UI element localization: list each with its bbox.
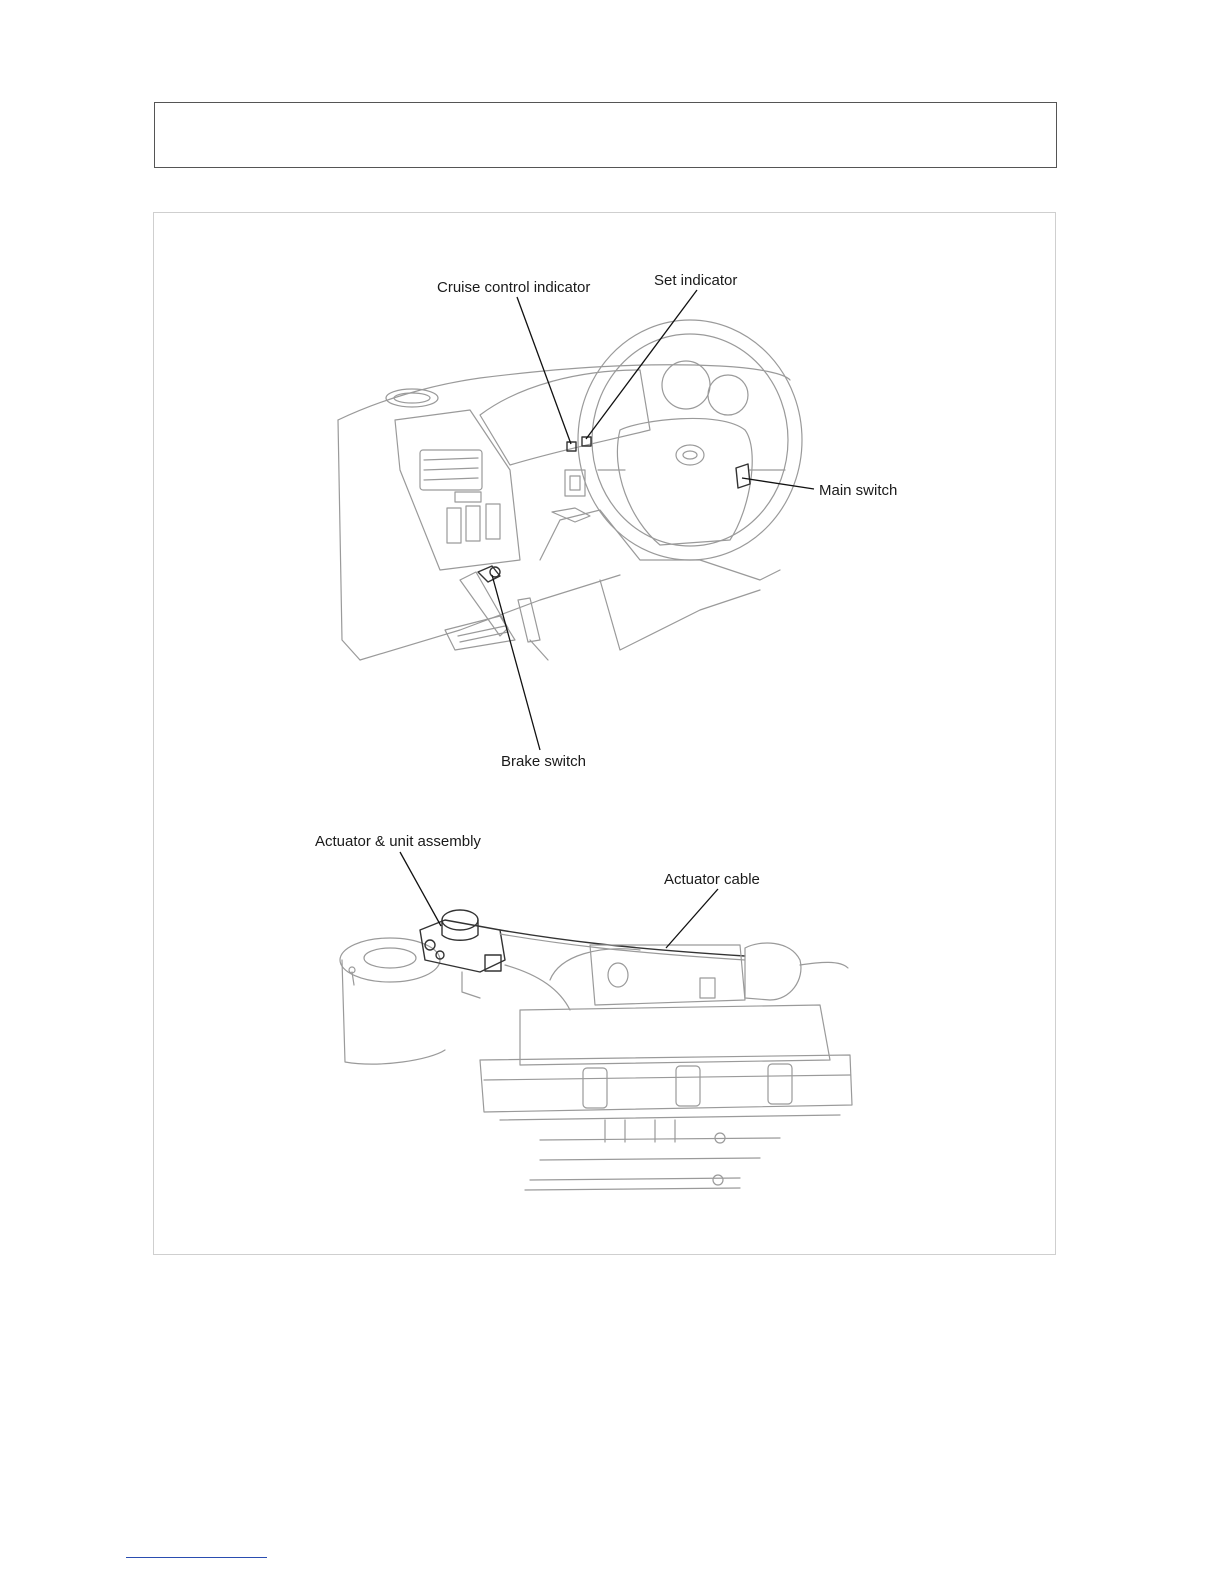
label-cruise-control-indicator: Cruise control indicator	[437, 279, 590, 296]
leader-actuator-unit-assembly	[400, 852, 441, 926]
dashboard-illustration	[338, 320, 802, 660]
footer-link-underline[interactable]	[126, 1557, 267, 1558]
label-set-indicator: Set indicator	[654, 272, 737, 289]
label-main-switch: Main switch	[819, 482, 897, 499]
label-actuator-unit-assembly: Actuator & unit assembly	[315, 833, 481, 850]
leader-cruise-control-indicator	[517, 297, 571, 444]
label-actuator-cable: Actuator cable	[664, 871, 760, 888]
leader-brake-switch	[492, 575, 540, 750]
label-brake-switch: Brake switch	[501, 753, 586, 770]
leader-actuator-cable	[666, 889, 718, 948]
engine-bay-illustration	[340, 910, 852, 1190]
